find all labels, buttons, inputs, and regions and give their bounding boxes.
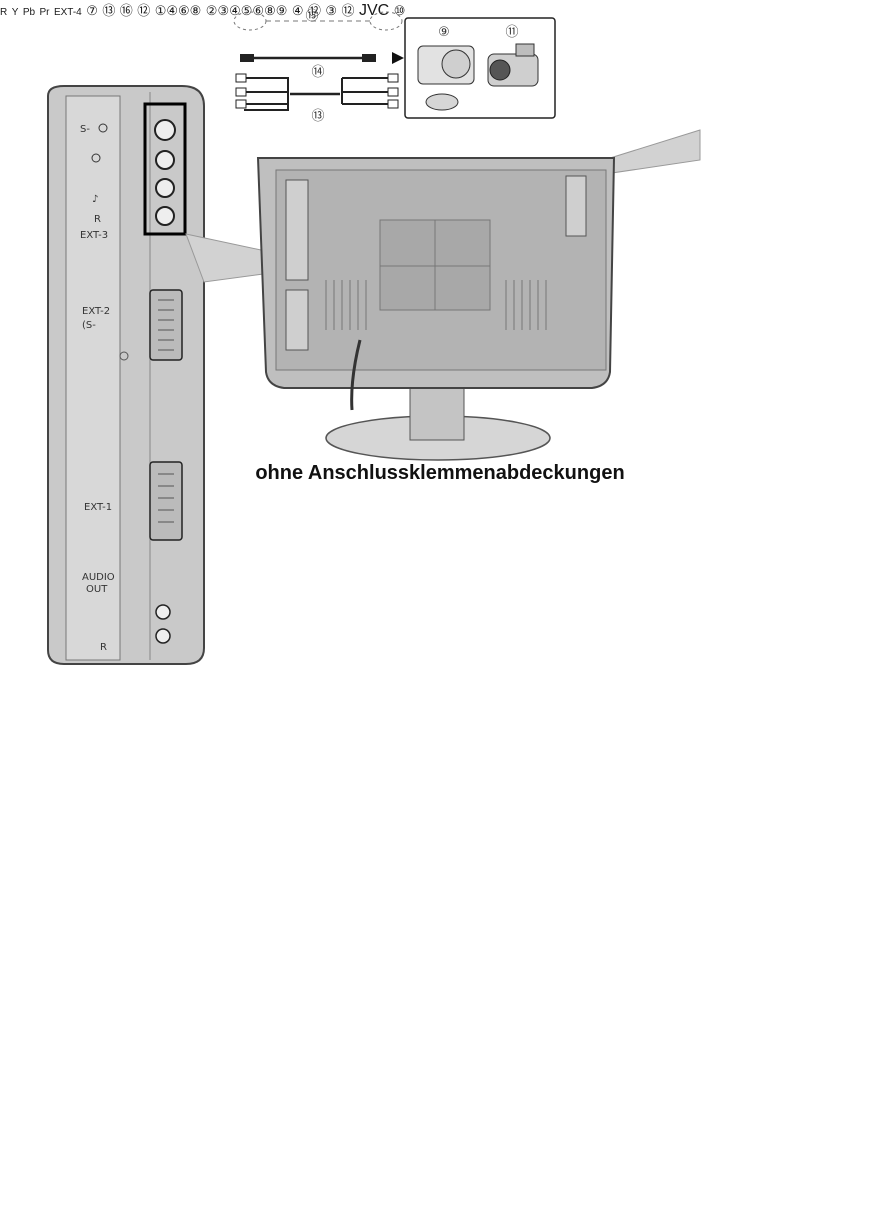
- ext3-highlight-box: [143, 102, 187, 236]
- callout-16: ⑯: [119, 3, 133, 18]
- label-ext2-sub: (S-: [82, 320, 96, 331]
- audio-r-jack: [155, 206, 175, 226]
- headphone-zoom-panel: ⑩: [394, 2, 406, 19]
- component-source: ⑦ ⑬ ⑯: [86, 2, 137, 19]
- gamepad-icon: [425, 93, 459, 111]
- headphone-jack: ⑩: [394, 2, 406, 19]
- callout-group-ext1: ①④⑥⑧: [154, 3, 202, 18]
- label-audio-out-r: R: [100, 642, 107, 653]
- ext4-audio-r-jack: R Y Pb Pr EXT-4: [0, 2, 86, 19]
- label-audio-r: R: [94, 214, 101, 225]
- label-ext4-r: R: [0, 7, 8, 18]
- callout-7: ⑦: [86, 3, 98, 18]
- audio-out-l-jack: [155, 604, 171, 620]
- arrow-right-icon: [392, 52, 404, 64]
- power-cord: [350, 339, 362, 411]
- tv-front-stand: JVC: [359, 2, 394, 19]
- brand-logo: JVC: [359, 2, 390, 19]
- callout-13-top: ⑬: [311, 109, 324, 124]
- label-pr: Pr: [39, 7, 50, 18]
- ext1-scart-connector: [149, 461, 183, 541]
- ext2-device-top: ④ ⑫ ③: [292, 2, 342, 19]
- label-audio-out-2: OUT: [86, 584, 108, 595]
- callout-12-c: ⑫: [307, 3, 321, 18]
- label-ext3: EXT-3: [80, 230, 108, 241]
- vent-grill-left: [325, 280, 367, 330]
- dvd-player-device: ⑬ ⑯: [102, 2, 137, 19]
- vent-grill-right: [505, 280, 547, 330]
- audio-l-jack: [155, 178, 175, 198]
- s-video-jack: [154, 119, 176, 141]
- ext4-audio-l-jack: R Y Pb Pr EXT-4: [0, 2, 86, 19]
- callout-12-a: ⑫: [137, 3, 151, 18]
- svg-text:♪: ♪: [92, 194, 98, 205]
- label-y: Y: [11, 7, 19, 18]
- ext4-terminal-panel: R Y Pb Pr EXT-4: [0, 2, 86, 19]
- ext4-pb-jack: R Y Pb Pr EXT-4: [0, 2, 86, 19]
- label-ext2: EXT-2: [82, 306, 110, 317]
- callout-15: ⑮: [305, 9, 318, 24]
- scart-adapter-icon: ⑫ ①④⑥⑧: [137, 2, 206, 19]
- video-jack: [155, 150, 175, 170]
- callout-group-ext2: ②③④⑤⑥⑧⑨: [205, 3, 288, 18]
- diagram-caption: ohne Anschlussklemmenabdeckungen: [255, 462, 625, 484]
- callout-11: ⑪: [505, 25, 518, 40]
- ext4-pr-jack: R Y Pb Pr EXT-4: [0, 2, 86, 19]
- headphones-icon: ⑩: [394, 2, 406, 19]
- callout-13-mid: ⑬: [102, 3, 116, 18]
- power-button: ⑩: [394, 2, 406, 19]
- label-pb: Pb: [22, 7, 36, 18]
- callout-3: ③: [325, 3, 338, 18]
- device-box-camcorder-console: ⑨ ⑪: [404, 17, 556, 119]
- callout-14: ⑭: [311, 65, 324, 80]
- callout-10: ⑩: [393, 3, 406, 18]
- label-ext4: EXT-4: [53, 7, 82, 18]
- video-input-icon: [91, 153, 101, 163]
- tv-rear-view: [256, 157, 616, 461]
- tv-front-view: JVC: [359, 2, 394, 19]
- ext4-highlight-box: R Y Pb Pr EXT-4: [0, 2, 86, 19]
- ext2-adapter: ⑫: [342, 2, 359, 19]
- top-cables: ⑮ ⑭ ⑬: [233, 9, 404, 124]
- ext2-scart-connector: [149, 289, 183, 361]
- audio-out-r-jack: [155, 628, 171, 644]
- callout-9: ⑨: [438, 25, 450, 40]
- ext2-device-4: ⑫ ③: [308, 2, 342, 19]
- tv-screen: JVC: [359, 2, 394, 19]
- label-ext1: EXT-1: [84, 502, 112, 513]
- scart-adapter-icon-inner: ③: [325, 2, 341, 19]
- label-s-video: S-: [80, 124, 90, 135]
- side-terminal-panel: S- ♪ R EXT-3 EXT-2 (S- EXT-1 AUDIO OUT R: [47, 85, 205, 665]
- ext1-sources: ⑫ ①④⑥⑧: [137, 2, 206, 19]
- callout-4: ④: [291, 3, 304, 18]
- ext2-sources-box: ②③④⑤⑥⑧⑨ ④ ⑫ ③: [206, 2, 342, 19]
- callout-12-b: ⑫: [341, 3, 355, 18]
- ext4-y-jack: R Y Pb Pr EXT-4: [0, 2, 86, 19]
- label-audio-out-1: AUDIO: [82, 572, 115, 583]
